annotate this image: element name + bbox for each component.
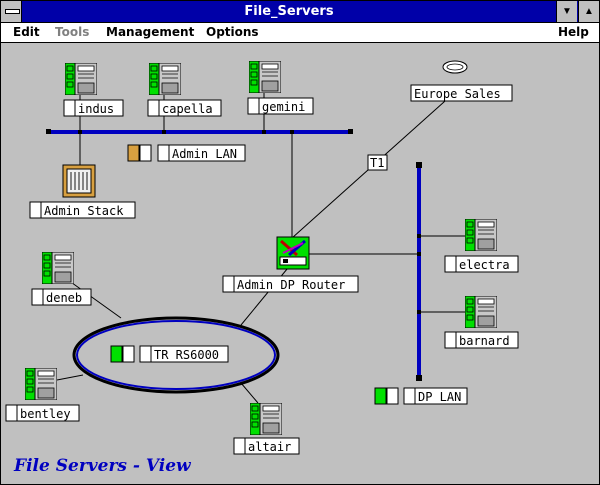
menu-options[interactable]: Options [206, 25, 259, 39]
window-title: File_Servers [244, 4, 334, 19]
node-label-capella: capella [162, 102, 213, 116]
node-label-indus: indus [78, 102, 114, 116]
node-label-deneb: deneb [46, 291, 82, 305]
title-bar[interactable]: File_Servers ▼ ▲ [1, 1, 599, 23]
wan-cloud-icon[interactable] [442, 60, 468, 74]
minimize-icon: ▼ [562, 6, 572, 17]
system-menu-button[interactable] [1, 1, 22, 22]
network-map[interactable]: indus capella gemini Europe_Sales Admin_… [1, 43, 599, 484]
router-icon[interactable] [276, 236, 310, 270]
link-label-t1: T1 [370, 156, 384, 170]
server-icon[interactable] [249, 61, 281, 93]
node-label-admin-dp-router: Admin_DP_Router [237, 278, 345, 292]
node-label-dp-lan: DP_LAN [418, 390, 461, 404]
node-label-bentley: bentley [20, 407, 71, 421]
server-icon[interactable] [149, 63, 181, 95]
status-indicator[interactable] [127, 144, 140, 162]
hub-stack-icon[interactable] [62, 164, 96, 198]
status-indicator[interactable] [374, 387, 387, 405]
node-label-barnard: barnard [459, 334, 510, 348]
menu-help[interactable]: Help [558, 25, 589, 39]
maximize-button[interactable]: ▲ [578, 1, 599, 22]
minimize-button[interactable]: ▼ [556, 1, 577, 22]
server-icon[interactable] [465, 296, 497, 328]
server-icon[interactable] [65, 63, 97, 95]
server-icon[interactable] [465, 219, 497, 251]
server-icon[interactable] [42, 252, 74, 284]
node-label-electra: electra [459, 258, 510, 272]
menu-management[interactable]: Management [106, 25, 195, 39]
menu-tools: Tools [55, 25, 90, 39]
server-icon[interactable] [25, 368, 57, 400]
menu-bar: Edit Tools Management Options Help [1, 23, 599, 43]
dp-lan-bus[interactable] [416, 162, 422, 381]
network-map-canvas[interactable]: indus capella gemini Europe_Sales Admin_… [1, 43, 599, 484]
node-label-admin-stack: Admin_Stack [44, 204, 124, 218]
node-label-gemini: gemini [262, 100, 305, 114]
admin-lan-bus[interactable] [46, 129, 353, 134]
system-menu-icon [5, 9, 20, 14]
server-icon[interactable] [250, 403, 282, 435]
token-ring[interactable] [72, 316, 280, 394]
view-title: File Servers - View [13, 456, 192, 476]
menu-edit[interactable]: Edit [13, 25, 40, 39]
node-label-altair: altair [248, 440, 291, 454]
status-indicator[interactable] [110, 345, 123, 363]
node-label-tr-rs6000: TR_RS6000 [154, 348, 219, 362]
maximize-icon: ▲ [584, 6, 594, 17]
node-label-admin-lan: Admin_LAN [172, 147, 237, 161]
node-label-europe-sales: Europe_Sales [414, 87, 501, 101]
